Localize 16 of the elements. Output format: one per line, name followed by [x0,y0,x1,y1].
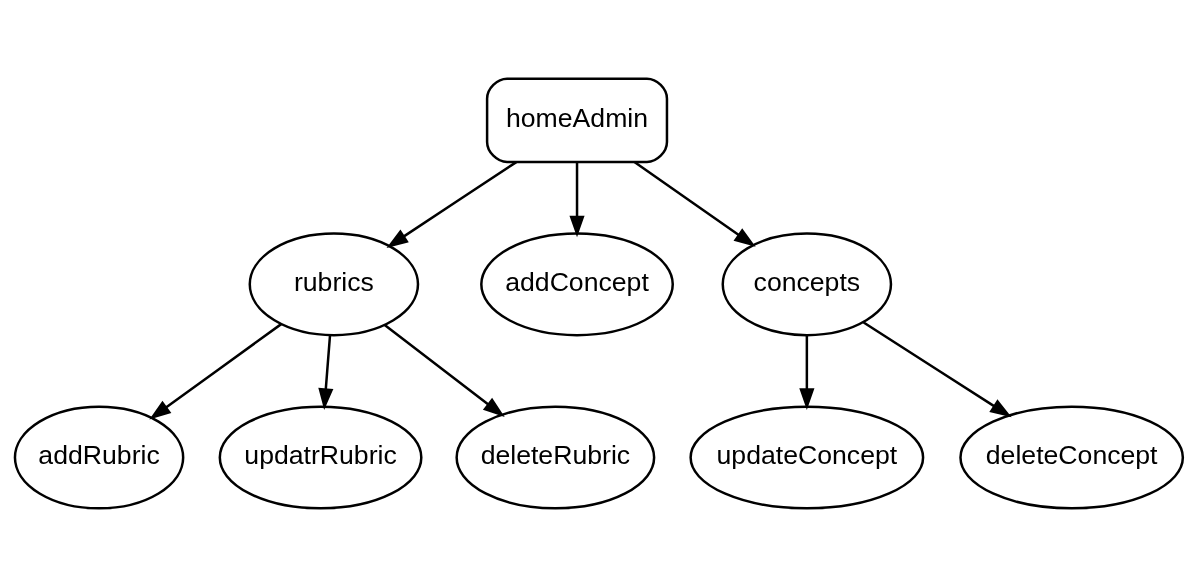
arrow [383,323,505,417]
node-ellipse: addConcept [480,231,674,336]
node-ellipse: updateConcept [689,405,925,510]
arrow [386,160,517,248]
arrow [569,162,585,237]
node-ellipse: deleteConcept [959,405,1185,510]
arrow [799,334,815,410]
node-ellipse: addRubric [13,405,185,510]
node-ellipse: concepts [721,231,893,336]
node-ellipse: updatrRubric [218,405,423,510]
arrow [318,334,334,410]
node-box: homeAdmin [485,76,669,163]
arrow [863,320,1012,417]
node-ellipse: deleteRubric [455,405,656,510]
arrow [633,160,756,247]
arrow [149,322,282,419]
